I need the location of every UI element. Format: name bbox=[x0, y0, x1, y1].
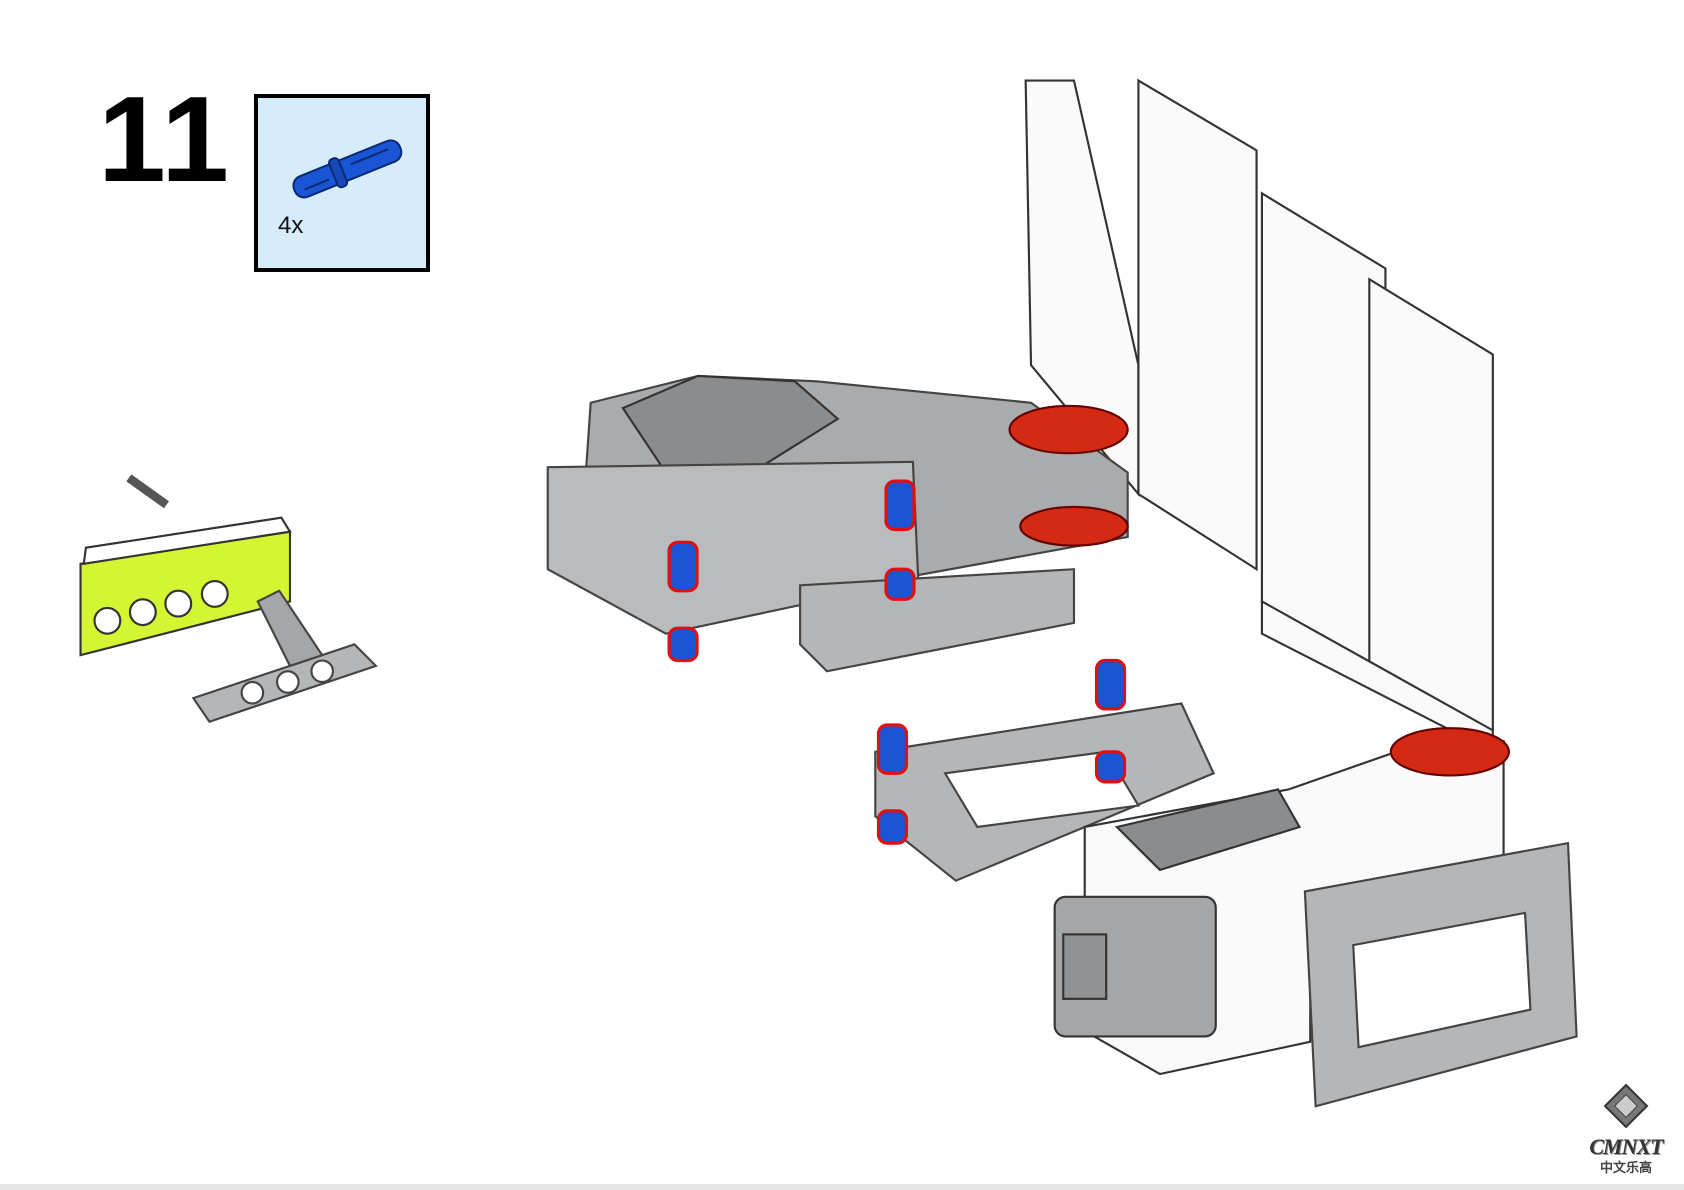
upper-motor-assembly bbox=[546, 374, 1129, 673]
pin-4b bbox=[1094, 750, 1127, 784]
logo-text: CMNXT bbox=[1589, 1134, 1663, 1159]
pin-2 bbox=[884, 479, 916, 532]
pin-3b bbox=[876, 809, 909, 845]
part-quantity: 4x bbox=[278, 212, 304, 239]
pin-4 bbox=[1094, 658, 1127, 711]
parts-callout: 4x bbox=[254, 94, 430, 272]
pin-2b bbox=[884, 567, 916, 601]
left-subassembly bbox=[79, 474, 378, 724]
highlighted-blue-pins bbox=[667, 479, 1127, 845]
page-bottom-border bbox=[0, 1184, 1684, 1190]
step-number: 11 bbox=[98, 71, 231, 207]
blue-pin-icon bbox=[292, 139, 403, 199]
pin-3 bbox=[876, 723, 909, 775]
white-panels bbox=[1024, 78, 1494, 754]
pin-1 bbox=[667, 540, 699, 593]
pin-1b bbox=[667, 626, 699, 663]
logo-diamond-icon bbox=[1603, 1083, 1649, 1129]
lower-motor-assembly bbox=[1053, 727, 1578, 1108]
logo-subtitle: 中文乐高 bbox=[1599, 1160, 1652, 1175]
cmnxt-logo: CMNXT 中文乐高 bbox=[1576, 1083, 1676, 1176]
